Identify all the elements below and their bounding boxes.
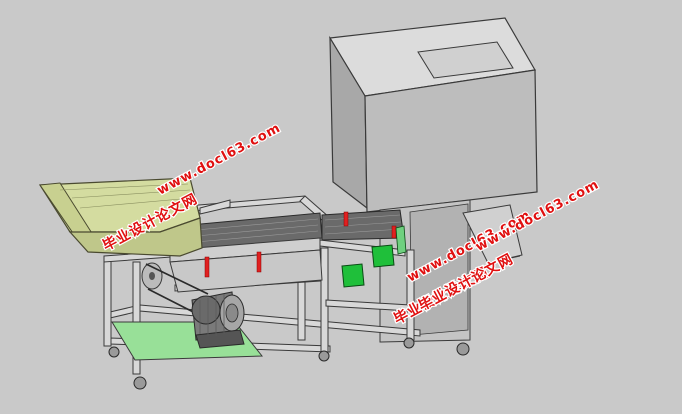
green-chutes xyxy=(341,225,407,288)
electric-motor xyxy=(191,291,245,349)
conveyor-mesh xyxy=(169,209,405,263)
red-guide-bars xyxy=(204,211,397,278)
castor-wheels xyxy=(108,337,470,390)
feed-hopper xyxy=(38,177,203,257)
watermark-1-site: www.docl63.com xyxy=(155,121,284,199)
upper-housing xyxy=(329,17,538,213)
